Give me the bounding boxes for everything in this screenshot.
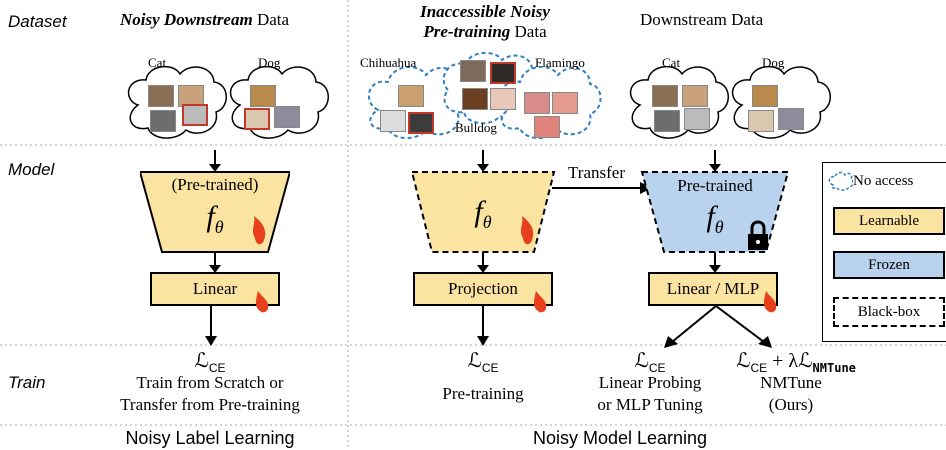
- cloud-flamingo: [499, 66, 602, 139]
- right-cloud-cat-label: Cat: [662, 55, 681, 70]
- photo-thumbnail: [684, 108, 710, 130]
- flame-icon: [252, 216, 266, 245]
- left-model-label: (Pre-trained): [171, 175, 259, 194]
- left-loss: ℒCE: [194, 350, 226, 375]
- middle-model-graphic: [410, 150, 556, 273]
- arrow-icon: [205, 306, 217, 346]
- right-desc-a-line-1: Linear Probing: [598, 373, 702, 392]
- legend-learnable: Learnable: [833, 207, 945, 235]
- photo-thumbnail: [524, 92, 550, 114]
- right-model-label: Pre-trained: [677, 176, 753, 195]
- photo-thumbnail: [380, 110, 406, 132]
- left-f-theta: fθ: [206, 200, 224, 237]
- left-cloud-dog-label: Dog: [258, 55, 281, 70]
- photo-thumbnail: [654, 110, 680, 132]
- right-loss-ce: ℒCE: [634, 350, 666, 375]
- photo-thumbnail: [778, 108, 804, 130]
- photo-thumbnail: [752, 85, 778, 107]
- split-arrows: [664, 306, 772, 348]
- photo-thumbnail: [460, 60, 486, 82]
- left-desc-line-1: Train from Scratch or: [136, 373, 284, 392]
- legend-frozen: Frozen: [833, 251, 945, 279]
- photo-thumbnail: [398, 85, 424, 107]
- photo-thumbnail: [490, 88, 516, 110]
- arrow-head: [709, 265, 721, 273]
- photo-thumbnail-noisy: [490, 62, 516, 84]
- photo-thumbnail: [462, 88, 488, 110]
- right-cloud-dog-label: Dog: [762, 55, 785, 70]
- left-desc-line-2: Transfer from Pre-training: [120, 395, 300, 414]
- left-train-description: Train from Scratch or Transfer from Pre-…: [100, 372, 320, 416]
- left-model-graphic: [140, 150, 290, 273]
- flame-icon: [764, 291, 777, 313]
- right-model-graphic: [640, 150, 790, 273]
- photo-thumbnail: [534, 116, 560, 138]
- middle-loss: ℒCE: [467, 350, 499, 375]
- arrow-head: [477, 265, 489, 273]
- photo-thumbnail: [148, 85, 174, 107]
- lock-icon: [748, 220, 768, 250]
- row-label-model: Model: [8, 160, 55, 179]
- row-label-dataset: Dataset: [8, 12, 67, 31]
- right-linear-mlp-head: Linear / MLP: [648, 272, 778, 306]
- middle-dataset-title: Inaccessible Noisy Pre-training Data: [420, 2, 550, 41]
- cloud-chihuahua-label: Chihuahua: [360, 55, 417, 70]
- photo-thumbnail: [748, 110, 774, 132]
- right-train-description-b: NMTune (Ours): [736, 372, 846, 416]
- right-desc-b-line-2: (Ours): [768, 395, 814, 414]
- arrow-head: [209, 164, 221, 172]
- middle-encoder-trapezoid: [410, 171, 556, 253]
- cloud-bulldog-label: Bulldog: [455, 120, 497, 135]
- arrow-icon: [477, 306, 489, 346]
- middle-f-theta: fθ: [474, 195, 492, 232]
- legend: No access Learnable Frozen Black-box: [822, 162, 946, 342]
- right-f-theta: fθ: [706, 200, 724, 237]
- photo-thumbnail-noisy: [244, 108, 270, 130]
- left-encoder-trapezoid: [140, 171, 290, 253]
- cloud-flamingo-label: Flamingo: [535, 55, 585, 70]
- cloud-dashed-icon: [828, 171, 853, 191]
- middle-train-description: Pre-training: [442, 384, 524, 403]
- right-footer: Noisy Model Learning: [532, 428, 708, 448]
- legend-no-access: No access: [853, 173, 914, 189]
- photo-thumbnail: [552, 92, 578, 114]
- transfer-label: Transfer: [568, 163, 625, 182]
- flame-icon: [534, 291, 547, 313]
- legend-black-box: Black-box: [833, 297, 945, 327]
- photo-thumbnail-noisy: [408, 112, 434, 134]
- left-footer: Noisy Label Learning: [125, 428, 295, 448]
- flame-icon: [520, 216, 534, 245]
- photo-thumbnail: [250, 85, 276, 107]
- photo-thumbnail: [682, 85, 708, 107]
- arrow-head: [209, 265, 221, 273]
- flame-icon: [256, 291, 269, 313]
- transfer-arrow: [552, 182, 652, 194]
- right-desc-a-line-2: or MLP Tuning: [597, 395, 703, 414]
- middle-projection-head: Projection: [413, 272, 553, 306]
- photo-thumbnail: [274, 106, 300, 128]
- right-desc-b-line-1: NMTune: [760, 373, 822, 392]
- row-label-train: Train: [8, 373, 46, 392]
- arrow-head: [709, 164, 721, 172]
- photo-thumbnail: [150, 110, 176, 132]
- photo-thumbnail-noisy: [182, 104, 208, 126]
- right-train-description-a: Linear Probing or MLP Tuning: [570, 372, 730, 416]
- left-cloud-cat-label: Cat: [148, 55, 167, 70]
- arrow-head: [477, 164, 489, 172]
- left-dataset-title: Noisy Downstream Data: [120, 10, 290, 29]
- photo-thumbnail: [652, 85, 678, 107]
- right-dataset-title: Downstream Data: [640, 10, 764, 29]
- right-loss-nmtune: ℒCE + λℒNMTune: [736, 350, 856, 375]
